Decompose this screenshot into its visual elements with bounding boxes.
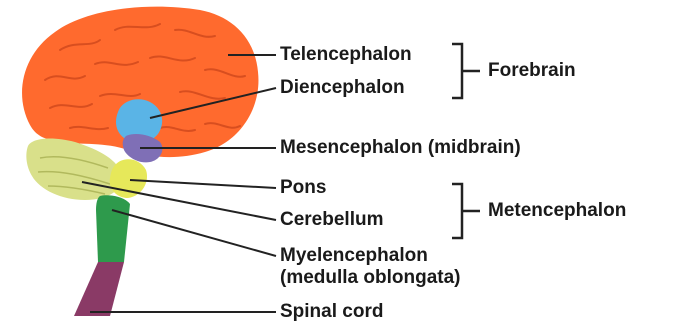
- forebrain-bracket: [452, 44, 480, 98]
- leader-pons: [130, 180, 276, 188]
- label-pons: Pons: [280, 177, 326, 199]
- medulla-shape: [96, 195, 130, 265]
- label-diencephalon: Diencephalon: [280, 77, 405, 99]
- leader-myelencephalon: [112, 210, 276, 256]
- cerebellum-shape: [26, 139, 122, 200]
- label-myelencephalon: Myelencephalon: [280, 245, 428, 267]
- label-mesencephalon: Mesencephalon (midbrain): [280, 137, 521, 159]
- label-medulla-oblongata: (medulla oblongata): [280, 267, 461, 289]
- label-spinal-cord: Spinal cord: [280, 301, 383, 323]
- group-label-metencephalon: Metencephalon: [488, 200, 626, 222]
- pons-shape: [110, 159, 147, 198]
- metencephalon-bracket: [452, 184, 480, 238]
- group-label-forebrain: Forebrain: [488, 60, 576, 82]
- label-telencephalon: Telencephalon: [280, 44, 412, 66]
- spinal-cord-shape: [74, 262, 124, 316]
- label-cerebellum: Cerebellum: [280, 209, 383, 231]
